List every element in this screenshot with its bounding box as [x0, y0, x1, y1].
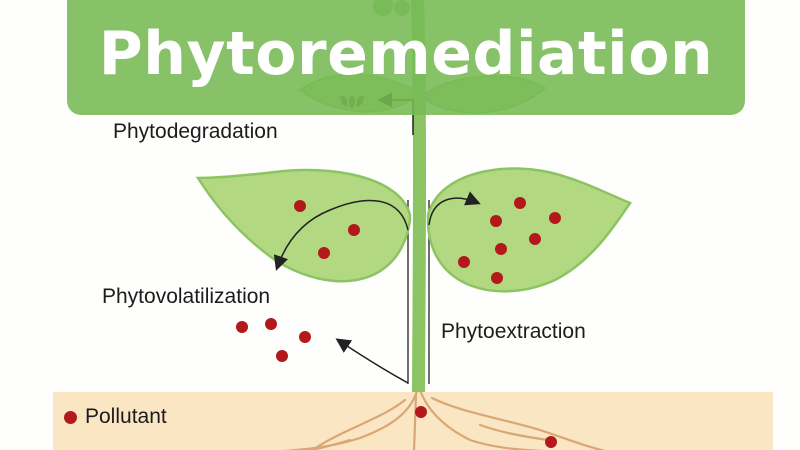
pollutant-dot [299, 331, 311, 343]
legend: Pollutant [64, 405, 167, 429]
pollutant-dots-soil [415, 406, 557, 448]
legend-label-pollutant: Pollutant [85, 405, 167, 428]
pollutant-dot [415, 406, 427, 418]
pollutant-dots-right-leaf [458, 197, 561, 284]
label-phytoextraction: Phytoextraction [441, 320, 586, 343]
pollutant-dots-air [236, 318, 311, 362]
pollutant-dot [491, 272, 503, 284]
pollutant-dot [490, 215, 502, 227]
pollutant-legend-icon [64, 410, 77, 424]
pollutant-dot [495, 243, 507, 255]
pollutant-dot [549, 212, 561, 224]
phytoextraction-arrow [428, 191, 481, 226]
page-title: Phytoremediation [98, 19, 714, 89]
pollutant-dot [545, 436, 557, 448]
label-phytodegradation: Phytodegradation [113, 120, 278, 143]
pollutant-dot [276, 350, 288, 362]
pollutant-dot [348, 224, 360, 236]
pollutant-dot [236, 321, 248, 333]
phytovolatilization-arrow [273, 199, 409, 271]
release-arrow [335, 338, 409, 384]
pollutant-dot [318, 247, 330, 259]
pollutant-dot [265, 318, 277, 330]
right-leaf [426, 167, 632, 293]
pollutant-dot [514, 197, 526, 209]
label-phytovolatilization: Phytovolatilization [102, 285, 271, 308]
title-banner [67, 0, 745, 115]
pollutant-dot [294, 200, 306, 212]
pollutant-dot [529, 233, 541, 245]
pollutant-dot [458, 256, 470, 268]
pollutant-dots-left-leaf [294, 200, 360, 259]
